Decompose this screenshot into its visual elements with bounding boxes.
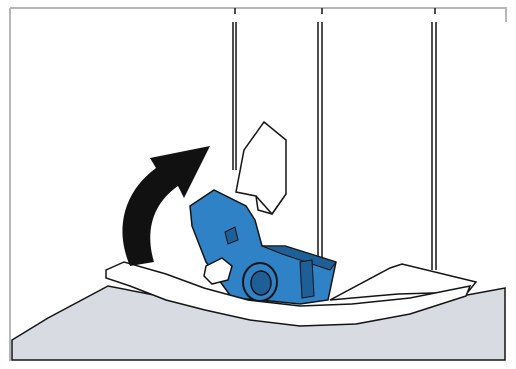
post-middle: [318, 22, 322, 260]
latch-side-panel: [300, 260, 314, 298]
release-lever: [236, 122, 286, 214]
latch-ring-inner: [251, 271, 271, 295]
post-left: [233, 22, 236, 170]
post-right: [432, 22, 436, 270]
